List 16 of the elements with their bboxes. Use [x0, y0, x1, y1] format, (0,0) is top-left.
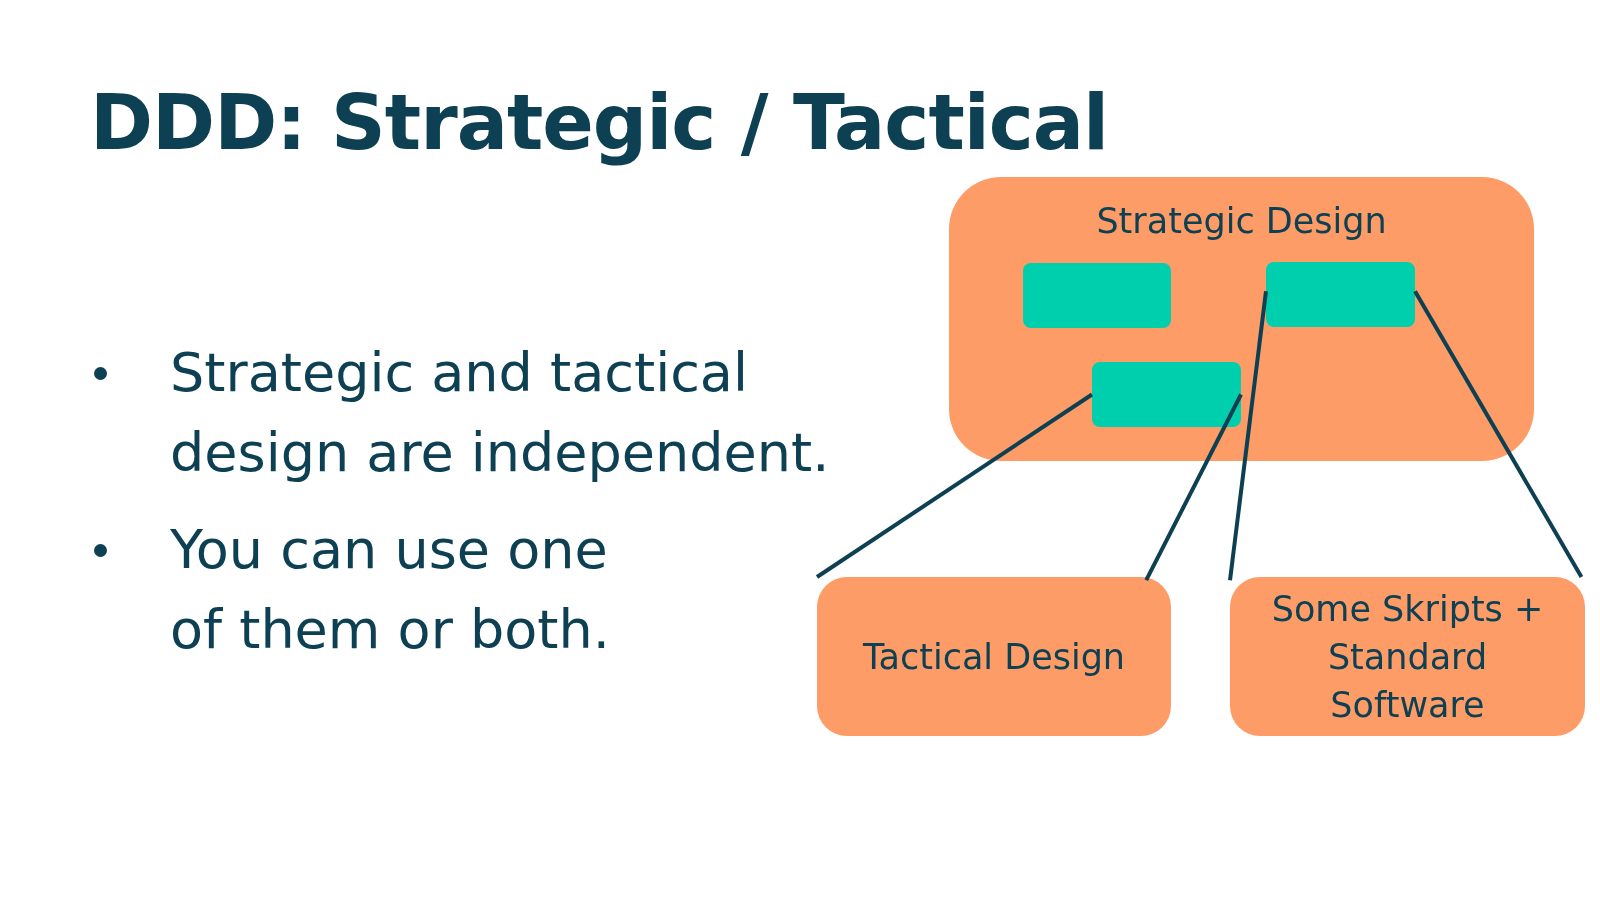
node-label: Some Skripts + Standard Software — [1270, 587, 1545, 727]
connector-line — [815, 392, 1094, 579]
connector-line — [1228, 291, 1268, 581]
bullet-text: Strategic and tactical design are independent. — [170, 340, 831, 486]
slide-title: DDD: Strategic / Tactical — [90, 78, 1109, 167]
bullet-text: You can use one of them or both. — [170, 517, 611, 663]
design-box — [817, 577, 1171, 736]
strategic-design-box — [949, 177, 1534, 461]
connector-line — [1413, 290, 1584, 578]
component-box — [1266, 262, 1415, 327]
component-box — [1023, 263, 1171, 328]
design-box — [1230, 577, 1585, 736]
node-label: Tactical Design — [862, 635, 1126, 679]
connector-line — [1144, 393, 1243, 582]
node-label: Strategic Design — [1095, 200, 1388, 243]
component-box — [1092, 362, 1241, 427]
